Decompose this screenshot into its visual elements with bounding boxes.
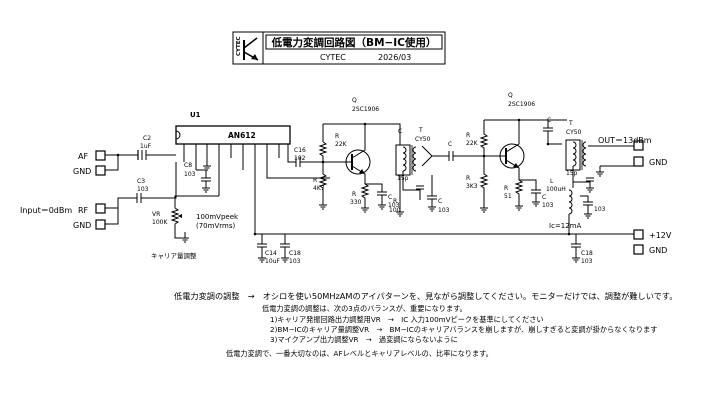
vr-ref: VR	[152, 211, 160, 218]
company-name: CYTEC	[320, 53, 346, 62]
r4k7-ref: R	[313, 177, 317, 184]
cd1-ref: C	[438, 198, 442, 205]
ic-u1: U1 AN612	[175, 111, 291, 196]
r4k7-value: 4K7	[313, 185, 325, 192]
q1-ref: Q	[352, 97, 357, 104]
af-label: AF	[78, 152, 88, 161]
input-level-label: Input＝0dBm	[20, 206, 72, 215]
notes-item-1: 1)キャリア発振回路出力調整用VR → IC 入力100mVピークを基準にしてく…	[270, 315, 544, 324]
cytec-logo: CYTEC	[236, 36, 259, 61]
cd1-value: 103	[438, 207, 450, 214]
c15p1-ref: C	[398, 128, 402, 135]
af-gnd-label: GND	[73, 167, 91, 176]
out-gnd-terminal	[633, 156, 644, 167]
t2-ref: T	[568, 120, 573, 127]
transistor-q2: Q 2SC1906	[498, 92, 535, 180]
l-value: 100uH	[546, 186, 566, 193]
r22k1-value: 22K	[335, 141, 348, 148]
r3k3-value: 3K3	[466, 183, 478, 190]
notes-item-3: 3)マイクアンプ出力調整VR → 過変調にならないように	[270, 335, 458, 344]
vr-note-peak: 100mVpeek	[196, 213, 239, 221]
transformer-t2: T CY50	[565, 120, 587, 171]
c2-value: 1uF	[140, 143, 152, 150]
q2-part: 2SC1906	[508, 101, 535, 108]
r100-ref: R	[393, 198, 397, 205]
out-terminal	[633, 140, 644, 151]
vr-note-rms: (70mVrms)	[196, 222, 235, 230]
t1-ref: T	[418, 127, 423, 134]
ce1-value: 103	[388, 202, 400, 209]
q1-part: 2SC1906	[352, 106, 379, 113]
c15p2-value: 15p	[566, 170, 578, 177]
r51-ref: R	[504, 185, 508, 192]
c3-ref: C3	[137, 178, 145, 185]
rf-gnd-label: GND	[73, 221, 91, 230]
r100-value: 100	[389, 207, 401, 214]
ce2-ref: C	[542, 194, 546, 201]
r51-value: 51	[504, 193, 512, 200]
r330-ref: R	[352, 191, 356, 198]
l-ref: L	[550, 178, 554, 185]
notes-summary: 低電力変調で、一番大切なのは、AFレベルとキャリアレベルの、比率になります。	[226, 349, 493, 358]
notes-intro: 低電力変調の調整は、次の3点のバランスが、重要になります。	[262, 304, 467, 313]
ccol2-ref: C	[547, 117, 551, 124]
ic-current-note: Ic=12mA	[549, 222, 582, 230]
vr-value: 100K	[152, 219, 168, 226]
ccouple-ref: C	[448, 141, 452, 148]
transistor-q1: Q 2SC1906	[338, 97, 379, 184]
q2-ref: Q	[508, 92, 513, 99]
r22k2-value: 22K	[466, 140, 479, 147]
vcc-gnd-label: GND	[649, 246, 667, 255]
c18b-value: 103	[581, 258, 593, 265]
output-level-label: OUT＝13dBm	[598, 136, 652, 145]
c18a-ref: C18	[289, 250, 301, 257]
transformer-t1: T CY50	[395, 127, 433, 176]
vcc-gnd-terminal	[633, 244, 644, 255]
ic-ref: U1	[190, 111, 201, 119]
c14-ref: C14	[265, 250, 277, 257]
r22k1-ref: R	[335, 133, 339, 140]
c8-ref: C8	[184, 162, 192, 169]
c8-value: 103	[184, 171, 196, 178]
c18b-ref: C18	[581, 250, 593, 257]
ce1-ref: C	[388, 194, 392, 201]
logo-text: CYTEC	[236, 36, 242, 56]
schematic-title: 低電力変調回路図（BM−IC使用）	[271, 36, 437, 49]
r3k3-ref: R	[466, 175, 470, 182]
revision-date: 2026/03	[378, 53, 411, 62]
vr-function-label: キャリア量調整	[151, 251, 197, 260]
notes-item-2: 2)BM−ICのキャリア量調整VR → BM−ICのキャリアバランスを崩しますが…	[270, 325, 658, 334]
rf-label: RF	[78, 206, 89, 215]
r22k2-ref: R	[466, 132, 470, 139]
vcc-label: +12V	[649, 231, 672, 240]
out-gnd-label: GND	[649, 158, 667, 167]
c16-ref: C16	[294, 147, 306, 154]
ce2-value: 103	[542, 202, 554, 209]
t1-part: CY50	[415, 136, 431, 143]
cl-value: 103	[594, 206, 606, 213]
r330-value: 330	[350, 199, 362, 206]
notes-headline: 低電力変調の調整 → オシロを使い50MHzAMのアイパターンを、見ながら調整し…	[174, 291, 678, 301]
t2-part: CY50	[566, 129, 582, 136]
c3-value: 103	[137, 186, 149, 193]
ic-part: AN612	[228, 131, 256, 140]
title-block: CYTEC 低電力変調回路図（BM−IC使用） CYTEC 2026/03	[232, 31, 446, 65]
c18a-value: 103	[289, 258, 301, 265]
vcc-terminal	[633, 229, 644, 240]
c16-value: 102	[294, 155, 306, 162]
c14-value: 10uF	[265, 258, 280, 265]
c2-ref: C2	[143, 135, 151, 142]
